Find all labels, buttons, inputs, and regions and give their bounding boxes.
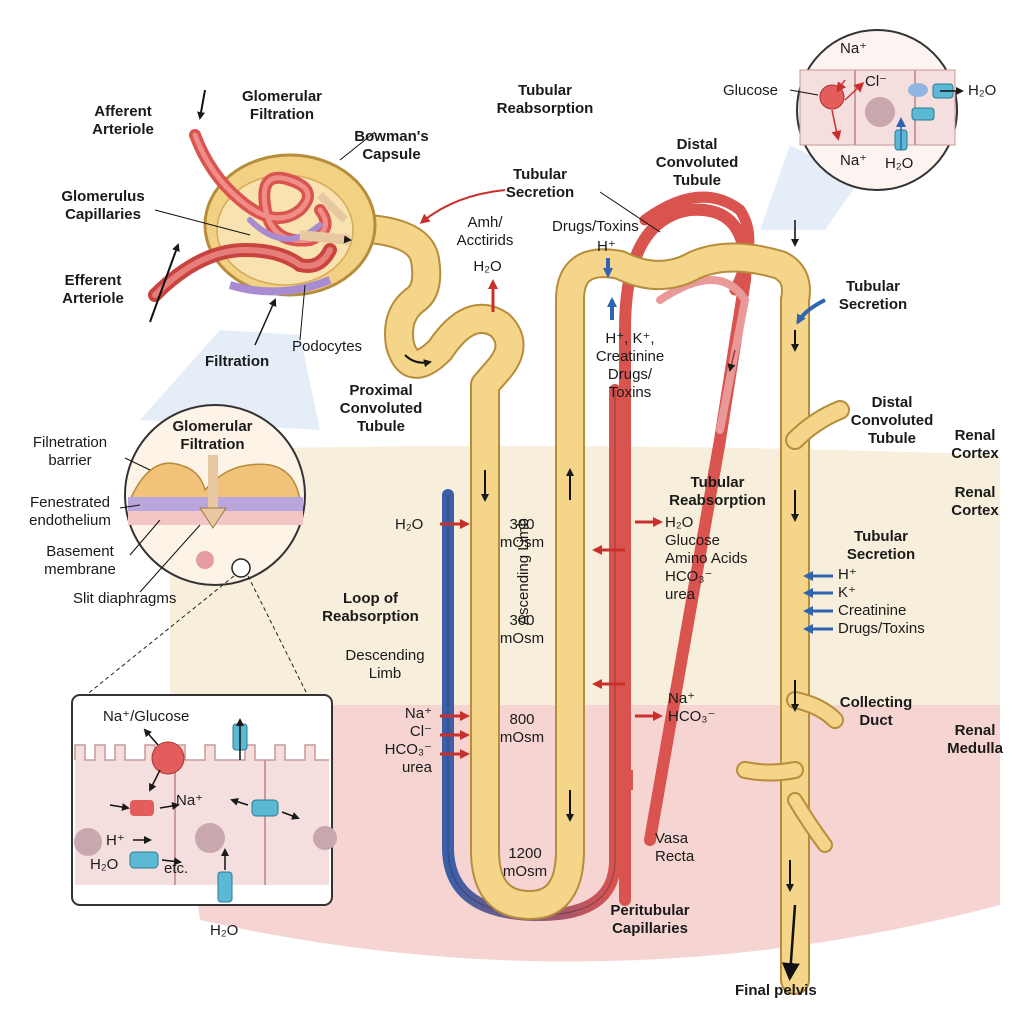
- tubular-secretion-right-label: Tubular Secretion: [838, 278, 908, 313]
- transport-arrows: [419, 189, 833, 759]
- bowmans-capsule-label: Bowman's Capsule: [354, 128, 429, 163]
- distal-tubule-top-label: Distal Convoluted Tubule: [655, 136, 739, 189]
- filtration-label: Filtration: [205, 353, 270, 370]
- final-pelvis-label: Final pelvis: [735, 982, 817, 999]
- cell-inset-na-glucose-label: Na⁺/Glucose: [103, 708, 190, 725]
- osm-300a-label: 300 mOsm: [499, 516, 545, 551]
- drugs-toxins-top-label: Drugs/Toxins: [552, 218, 639, 235]
- secreted-list-label: H⁺, K⁺, Creatinine Drugs/ Toxins: [595, 330, 665, 401]
- efferent-arteriole-label: Efferent Arteriole: [62, 272, 124, 307]
- na-hco3-label: Na⁺ HCO₃⁻: [668, 690, 716, 725]
- loop-ions-label: Na⁺ Cl⁻ HCO₃⁻ urea: [384, 705, 432, 776]
- cell-inset-na-label: Na⁺: [176, 792, 204, 809]
- top-inset-glucose-label: Glucose: [723, 82, 779, 99]
- top-inset-cl-label: Cl⁻: [865, 73, 888, 90]
- reabsorption-cell-inset: [789, 29, 964, 191]
- collecting-duct-label: Collecting Duct: [839, 694, 913, 729]
- reabsorbed-list-label: H₂O Glucose Amino Acids HCO₃⁻ urea: [665, 514, 748, 603]
- fenestrated-endothelium-label: Fenestrated endothelium: [29, 494, 111, 529]
- cell-inset-etc-label: etc.: [164, 860, 189, 877]
- zoom-cone-glomerulus: [140, 330, 320, 430]
- afferent-arteriole-label: Afferent Arteriole: [92, 103, 154, 138]
- filtration-barrier-inset: [79, 404, 311, 701]
- h2o-loop-label: H₂O: [395, 516, 424, 533]
- renal-cortex-label-1: Renal Cortex: [951, 427, 999, 462]
- tubular-secretion-cd-label: Tubular Secretion: [846, 528, 916, 563]
- renal-medulla-label: Renal Medulla: [947, 722, 1003, 757]
- basement-membrane-label: Basement membrane: [44, 543, 116, 578]
- cell-inset-h-label: H⁺: [106, 832, 125, 849]
- nephron-tubule: [330, 213, 850, 995]
- slit-diaphragms-label: Slit diaphragms: [73, 590, 177, 607]
- peritubular-capillaries-label: Peritubular Capillaries: [610, 902, 690, 937]
- amh-acctirids-label: Amh/ Acctirids: [456, 214, 514, 249]
- osm-800-label: 800 mOsm: [499, 711, 545, 746]
- zoom-cone-top: [760, 145, 860, 230]
- h-plus-top-label: H⁺: [597, 238, 616, 255]
- glomerular-filtration-label: Glomerular Filtration: [241, 88, 323, 123]
- ascending-limb-label: Ascending Limb: [515, 518, 532, 625]
- tubular-secretion-top-label: Tubular Secretion: [505, 166, 575, 201]
- h2o-top-label: H₂O: [473, 258, 502, 275]
- cd-secreted-list-label: H⁺ K⁺ Creatinine Drugs/Toxins: [838, 566, 925, 637]
- distal-tubule-right-label: Distal Convoluted Tubule: [850, 394, 934, 447]
- descending-limb-label: Descending Limb: [345, 647, 425, 682]
- inset-glomerular-filtration-label: Glomerular Filtration: [172, 418, 253, 453]
- top-inset-na-top-label: Na⁺: [840, 40, 868, 57]
- osm-1200-label: 1200 mOsm: [502, 845, 548, 880]
- loop-of-reabsorption-label: Loop of Reabsorption: [322, 590, 419, 625]
- proximal-tubule-label: Proximal Convoluted Tubule: [339, 382, 423, 435]
- filtration-barrier-label: Filnetration barrier: [32, 434, 108, 469]
- tubular-reabsorption-mid-label: Tubular Reabsorption: [669, 474, 766, 509]
- glomerulus: [148, 89, 377, 346]
- cell-inset-h2o-out-label: H₂O: [210, 922, 239, 939]
- top-inset-h2o-bottom-label: H₂O: [885, 155, 914, 172]
- glomerulus-capillaries-label: Glomerulus Capillaries: [61, 188, 145, 223]
- cell-inset-h2o-label: H₂O: [90, 856, 119, 873]
- vasa-recta-label: Vasa Recta: [655, 830, 695, 865]
- tubular-reabsorption-top-label: Tubular Reabsorption: [496, 82, 594, 117]
- top-inset-na-bottom-label: Na⁺: [840, 152, 868, 169]
- renal-cortex-label-2: Renal Cortex: [951, 484, 999, 519]
- top-inset-h2o-right-label: H₂O: [968, 82, 997, 99]
- tubular-cell-inset: [71, 694, 337, 906]
- podocytes-label: Podocytes: [292, 338, 363, 355]
- osm-300b-label: 300 mOsm: [499, 612, 545, 647]
